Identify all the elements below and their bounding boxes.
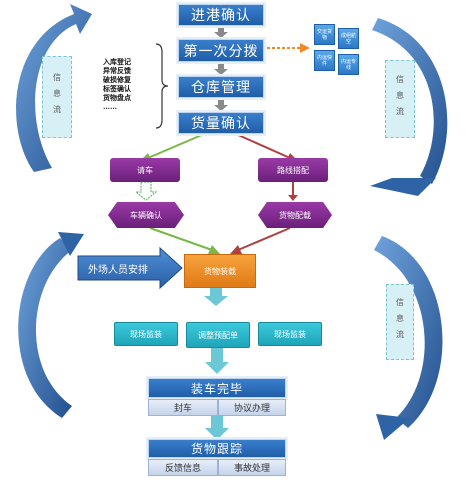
monitor-left-box: 现场监装	[114, 322, 178, 346]
cargo-tracking-title: 货物跟踪	[148, 439, 286, 458]
info-flow-box-bottom-right: 信息流	[386, 284, 414, 360]
step-down-arrows	[214, 27, 228, 111]
task-item: 货物盘点	[103, 93, 131, 102]
warehouse-task-list: 入库登记 异常反馈 破损修复 标签确认 货物盘点 ……	[103, 57, 131, 111]
task-item: ……	[103, 102, 117, 111]
info-flow-label: 信息流	[395, 298, 405, 346]
info-flow-curve-bottom-left	[18, 232, 84, 418]
cargo-loading-box: 货物装载	[184, 254, 256, 288]
route-matching-box: 路线搭配	[258, 158, 328, 182]
step-warehouse-management: 仓库管理	[178, 76, 264, 98]
cube-item: 交运货物	[314, 24, 335, 45]
step-first-sorting: 第一次分拨	[178, 39, 264, 62]
info-flow-label: 信息流	[52, 73, 62, 121]
step-volume-confirm: 货量确认	[178, 112, 264, 134]
info-flow-curve-top-left	[16, 4, 92, 172]
task-item: 入库登记	[103, 57, 131, 66]
info-flow-box-top-right: 信息流	[385, 60, 415, 138]
dashed-down-arrow	[134, 181, 158, 201]
cube-item: 内运专线	[338, 54, 359, 75]
red-down-arrow	[288, 182, 298, 201]
info-flow-curve-top-right	[370, 18, 448, 196]
monitor-right-box: 现场监装	[258, 322, 322, 346]
task-item: 异常反馈	[103, 66, 131, 75]
info-flow-curve-bottom-right	[374, 236, 443, 440]
to-warehouse-connector	[262, 43, 310, 53]
request-vehicle-box: 请车	[110, 158, 180, 182]
converge-arrows	[149, 227, 291, 254]
outfield-staff-label: 外场人员安排	[88, 265, 148, 276]
seal-vehicle-cell: 封车	[148, 399, 218, 416]
task-bracket	[155, 43, 169, 129]
outfield-arrow	[77, 246, 183, 290]
accident-handling-cell: 事故处理	[218, 459, 286, 476]
cube-item: 内运快件	[314, 50, 335, 71]
vehicle-confirm-box: 车辆确认	[108, 202, 184, 228]
task-item: 标签确认	[103, 84, 131, 93]
loading-complete-title: 装车完毕	[148, 378, 286, 398]
cargo-matching-box: 货物配载	[258, 202, 332, 228]
info-flow-label: 信息流	[395, 75, 405, 123]
cyan-down-arrows	[204, 288, 229, 440]
task-item: 破损修复	[103, 75, 131, 84]
step-inbound-confirm: 进港确认	[178, 4, 264, 26]
adjust-plan-box: 调整预配单	[186, 322, 250, 348]
agreement-handling-cell: 协议办理	[218, 399, 286, 416]
cube-item: 成组航空	[338, 28, 359, 49]
info-flow-box-top-left: 信息流	[42, 56, 72, 138]
feedback-info-cell: 反馈信息	[148, 459, 218, 476]
